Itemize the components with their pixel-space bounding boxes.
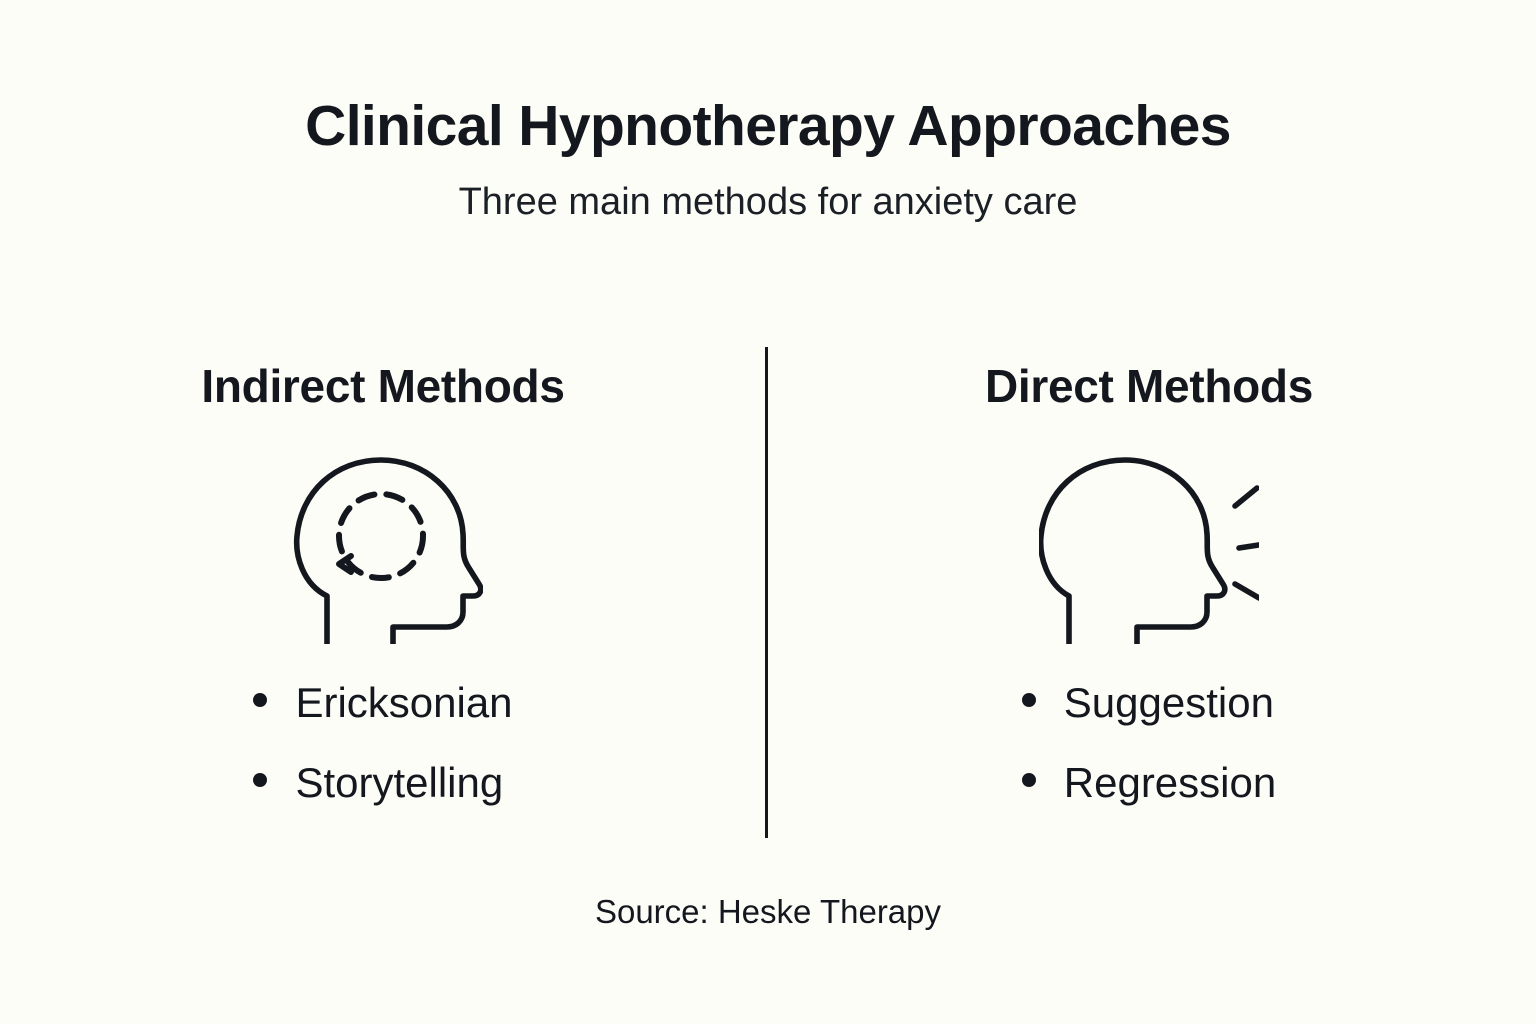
header: Clinical Hypnotherapy Approaches Three m… bbox=[0, 96, 1536, 224]
bullet-list-indirect: Ericksonian Storytelling bbox=[253, 678, 513, 806]
bullet-dot-icon bbox=[1021, 772, 1036, 787]
bullet-dot-icon bbox=[253, 692, 268, 707]
bullet-label: Suggestion bbox=[1063, 678, 1274, 726]
list-item: Storytelling bbox=[253, 758, 512, 806]
bullet-label: Storytelling bbox=[295, 758, 504, 806]
bullet-dot-icon bbox=[1021, 692, 1036, 707]
bullet-dot-icon bbox=[253, 772, 268, 787]
head-speaking-with-sound-lines-icon bbox=[1039, 444, 1259, 644]
column-heading-indirect: Indirect Methods bbox=[201, 360, 565, 412]
source-attribution: Source: Heske Therapy bbox=[594, 893, 942, 930]
bullet-list-direct: Suggestion Regression bbox=[1021, 678, 1277, 806]
page-subtitle: Three main methods for anxiety care bbox=[458, 181, 1078, 224]
list-item: Suggestion bbox=[1021, 678, 1276, 726]
column-heading-direct: Direct Methods bbox=[984, 360, 1314, 412]
page-title: Clinical Hypnotherapy Approaches bbox=[305, 94, 1231, 158]
head-with-dashed-circular-arrow-icon bbox=[283, 444, 483, 644]
bullet-label: Ericksonian bbox=[295, 678, 513, 726]
columns-container: Indirect Methods bbox=[0, 347, 1536, 847]
column-divider bbox=[765, 347, 768, 838]
column-direct-methods: Direct Methods Suggestion bbox=[766, 347, 1532, 804]
bullet-label: Regression bbox=[1063, 758, 1277, 806]
column-indirect-methods: Indirect Methods bbox=[0, 347, 766, 804]
list-item: Ericksonian bbox=[253, 678, 513, 726]
list-item: Regression bbox=[1021, 758, 1277, 806]
